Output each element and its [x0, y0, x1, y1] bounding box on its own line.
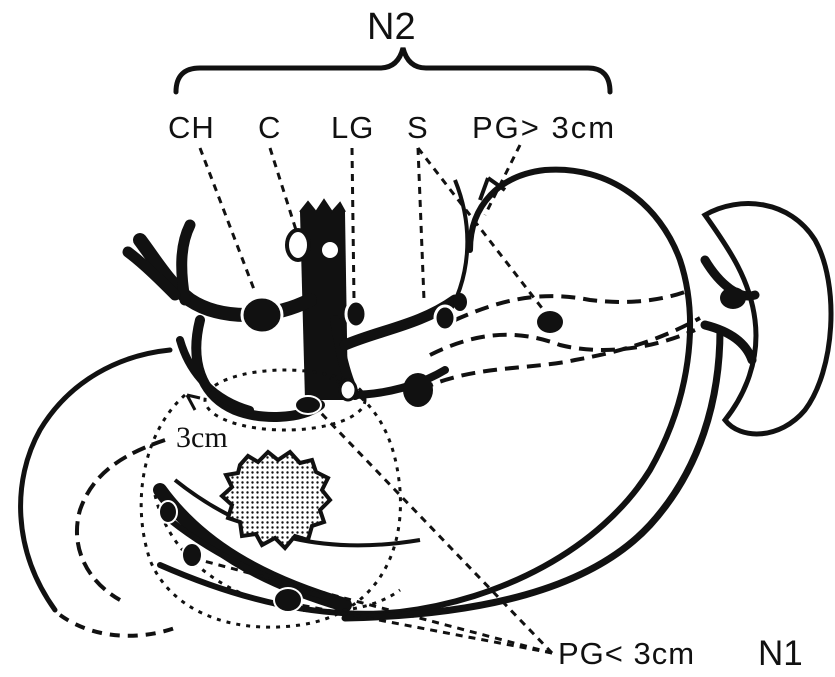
label-s: S [407, 112, 429, 143]
label-lg: LG [331, 112, 374, 143]
radius-arrow [187, 395, 200, 410]
node-pg-far-2 [403, 373, 433, 407]
common-hepatic-artery [140, 240, 310, 315]
label-pg-near: PG< 3cm [558, 638, 695, 669]
node-s-2 [453, 293, 467, 311]
splenic-hilum-node [720, 287, 746, 309]
hepatic-branch-upper [182, 225, 190, 300]
n2-bracket [176, 48, 610, 92]
duodenum-outline [77, 440, 165, 600]
node-n1-upper [295, 396, 321, 414]
label-ch: CH [168, 112, 215, 143]
aorta-lumen [322, 242, 338, 258]
label-pg-far: PG> 3cm [472, 112, 616, 143]
gastroepiploic-dashed-2 [430, 330, 695, 355]
node-lg [346, 301, 366, 327]
liver-lower-edge [60, 615, 175, 636]
node-s-1 [435, 306, 455, 330]
leader-lines [200, 145, 552, 653]
gastroepiploic-dashed-1 [455, 290, 690, 320]
leader-c [270, 148, 296, 230]
node-pg-far-1 [537, 311, 563, 333]
tumor-outline [222, 452, 330, 548]
n2-title: N2 [367, 8, 416, 46]
node-ch [242, 297, 282, 333]
spleen-outline [705, 204, 831, 434]
label-c: C [258, 112, 281, 143]
node-n1-lower-2 [182, 543, 202, 567]
label-3cm: 3cm [176, 423, 228, 453]
liver-outline [21, 350, 170, 610]
leader-s [418, 148, 424, 300]
aorta-top-jag [300, 200, 345, 212]
node-n1-lower-3 [274, 588, 302, 612]
label-n1: N1 [758, 636, 803, 671]
leader-lg [352, 148, 354, 300]
leader-ch [200, 148, 255, 292]
node-n1-lower-1 [159, 501, 177, 523]
node-c [287, 230, 309, 260]
node-n1-lg [340, 380, 356, 400]
